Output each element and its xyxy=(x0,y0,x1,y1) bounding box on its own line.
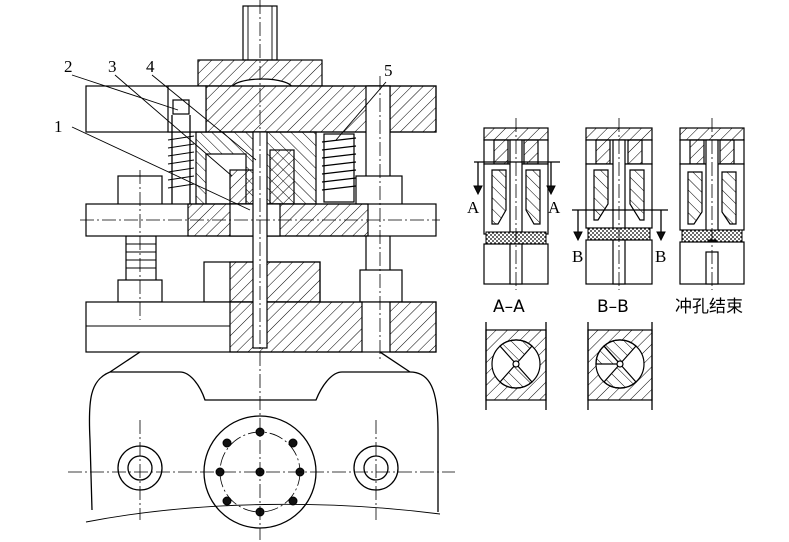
stage-b xyxy=(572,118,668,290)
label-part-4: 4 xyxy=(146,57,155,76)
spring-right xyxy=(321,133,357,203)
workpiece-outline-left xyxy=(88,371,111,511)
section-a-left: A xyxy=(467,198,480,217)
stage-a xyxy=(473,118,560,290)
label-part-5: 5 xyxy=(384,61,393,80)
main-assembly xyxy=(68,0,455,540)
section-view-bb xyxy=(587,322,653,410)
caption-end: 冲孔结束 xyxy=(675,297,743,317)
section-view-aa xyxy=(485,322,547,410)
label-part-3: 3 xyxy=(108,57,117,76)
leaders xyxy=(71,74,387,211)
section-b-left: B xyxy=(572,247,583,266)
section-a-right: A xyxy=(548,198,561,217)
label-part-1: 1 xyxy=(54,117,63,136)
caption-b-b: B–B xyxy=(597,297,629,317)
label-part-2: 2 xyxy=(64,57,73,76)
stage-end xyxy=(679,118,745,290)
flange-holes xyxy=(215,427,305,517)
caption-a-a: A–A xyxy=(493,297,525,317)
section-b-right: B xyxy=(655,247,666,266)
